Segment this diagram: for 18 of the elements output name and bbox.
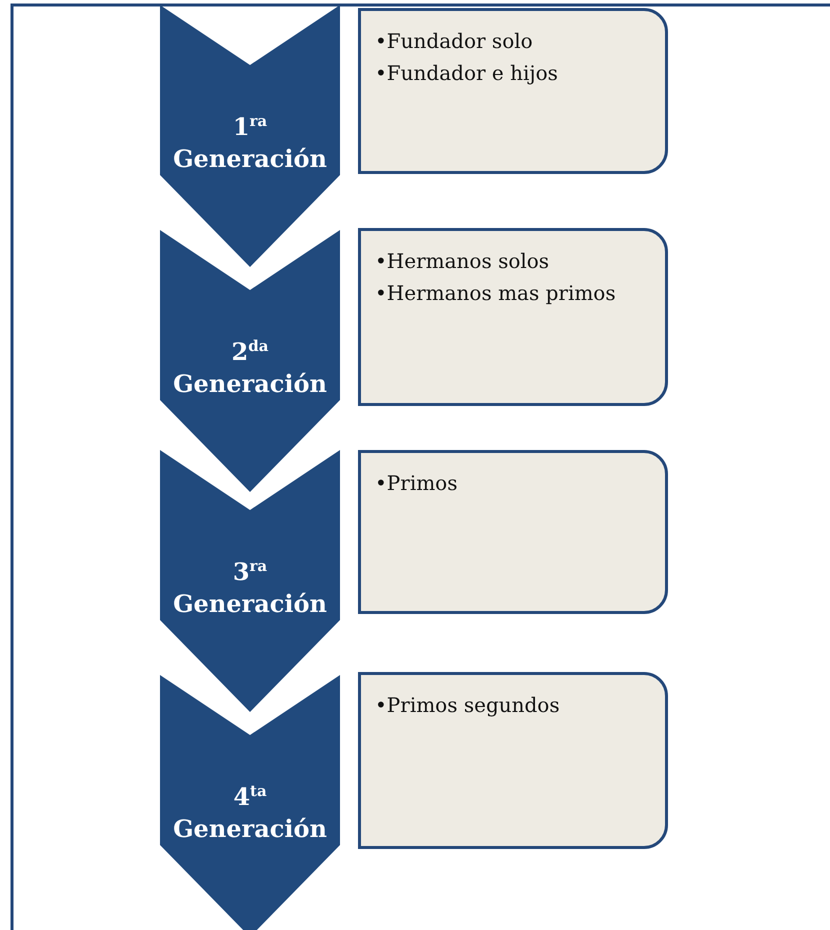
bullet-item: •Primos segundos	[375, 692, 561, 719]
generation-label: 4$^{ta}$ Generación	[172, 781, 328, 845]
chevron-step	[160, 230, 340, 492]
content-box	[358, 228, 668, 406]
bullet-item: •Fundador e hijos	[375, 60, 559, 87]
chevron-step	[160, 450, 340, 712]
content-box	[358, 450, 668, 614]
bullet-item: •Primos	[375, 470, 458, 497]
generation-label: 2$^{da}$ Generación	[172, 336, 328, 400]
generation-label: 1$^{ra}$ Generación	[172, 111, 328, 175]
chevron-step	[160, 675, 340, 930]
content-box	[358, 672, 668, 849]
bullet-item: •Hermanos mas primos	[375, 280, 617, 307]
chevron-step	[160, 5, 340, 267]
content-box	[358, 8, 668, 174]
bullet-item: •Fundador solo	[375, 28, 534, 55]
bullet-item: •Hermanos solos	[375, 248, 550, 275]
generation-label: 3$^{ra}$ Generación	[172, 556, 328, 620]
